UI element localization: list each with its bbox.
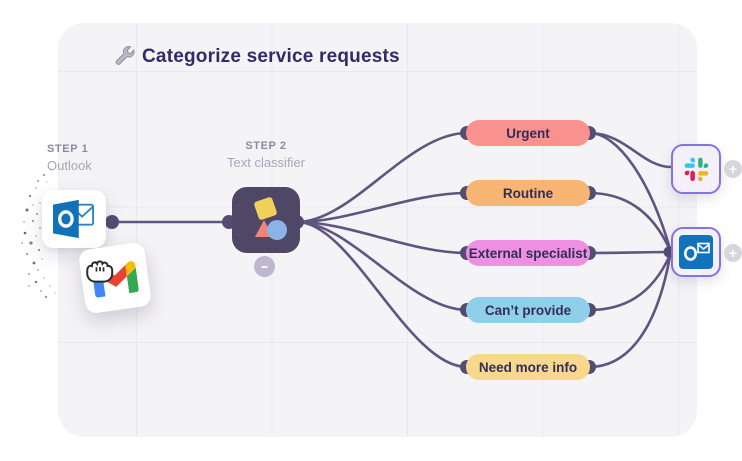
classifier-shapes-icon [254,197,287,240]
category-label: Need more info [478,359,578,375]
category-pill-urgent[interactable]: Urgent [466,120,590,146]
category-label: Urgent [506,125,550,141]
add-after-outlook-button[interactable]: + [724,244,742,262]
canvas-title-row: Categorize service requests [112,45,400,68]
text-classifier-node[interactable] [232,187,300,253]
output-node-slack[interactable] [671,144,721,194]
collapse-classifier-button[interactable]: – [254,256,275,277]
category-pill-routine[interactable]: Routine [466,180,590,206]
category-label: Can’t provide [484,302,572,318]
output-node-outlook[interactable] [671,227,721,277]
category-pill-need-more-info[interactable]: Need more info [466,354,590,380]
wrench-icon [115,46,135,65]
step2-kicker: STEP 2 [245,140,287,152]
slack-icon [684,157,708,181]
step1-kicker: STEP 1 [47,143,89,155]
step2-label: STEP 2 Text classifier [216,140,316,170]
outlook-icon [53,199,95,239]
category-label: Routine [502,185,554,201]
grab-hand-cursor-icon [86,260,114,283]
category-pill-external-specialist[interactable]: External specialist [466,240,590,266]
category-pill-cant-provide[interactable]: Can’t provide [466,297,590,323]
workflow-canvas[interactable] [58,23,697,437]
outlook-icon [679,235,713,269]
add-after-slack-button[interactable]: + [724,160,742,178]
source-node-outlook[interactable] [42,190,106,248]
step2-name: Text classifier [226,155,306,170]
category-label: External specialist [468,245,588,261]
step1-name: Outlook [47,158,92,173]
step1-label: STEP 1 Outlook [47,143,92,173]
page-title: Categorize service requests [142,45,400,67]
